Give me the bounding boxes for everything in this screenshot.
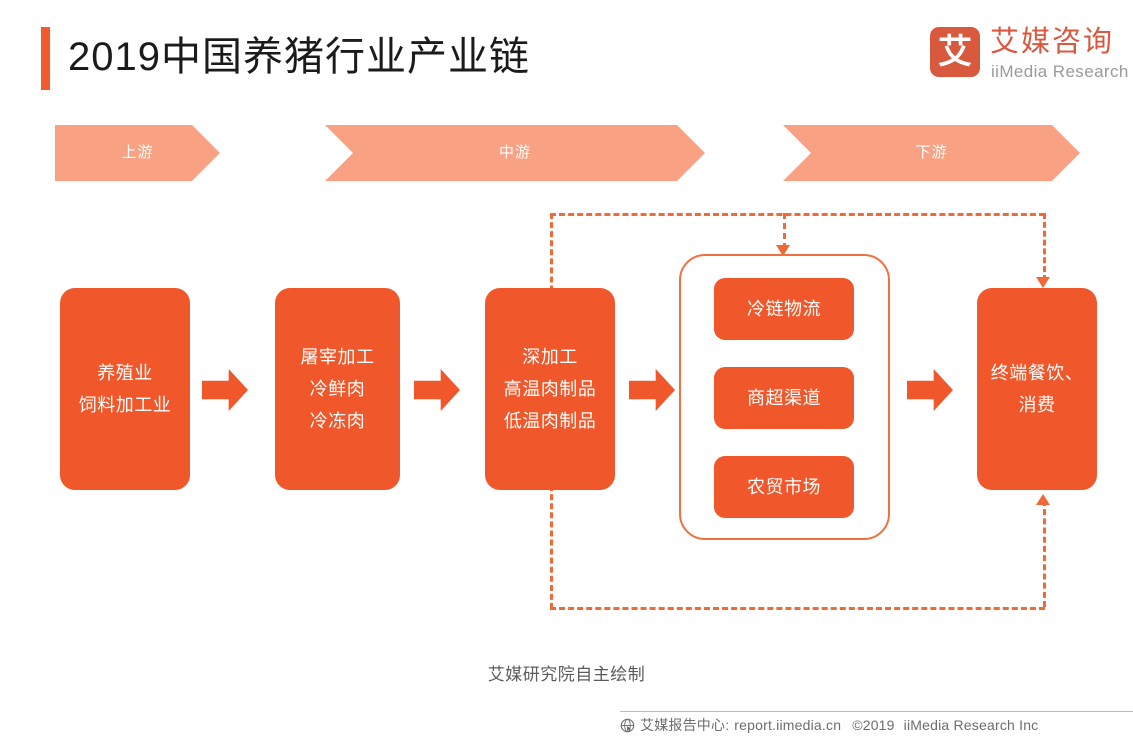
arrow-processing-to-channels-icon — [629, 369, 675, 411]
footer-bar: 艾媒报告中心: report.iimedia.cn ©2019 iiMedia … — [620, 713, 1133, 737]
globe-icon — [620, 718, 635, 732]
channel-group-container: 冷链物流 商超渠道 农贸市场 — [679, 254, 890, 540]
flow-box-terminal-line-2: 消费 — [1018, 395, 1056, 415]
flow-box-deep-processing[interactable]: 深加工 高温肉制品 低温肉制品 — [485, 288, 615, 490]
source-note: 艾媒研究院自主绘制 — [487, 665, 646, 684]
arrow-channels-to-terminal-icon — [907, 369, 953, 411]
footer-copyright: ©2019 — [852, 717, 895, 733]
page-title: 2019中国养猪行业产业链 — [68, 35, 530, 79]
flow-box-processing-line-1: 深加工 — [522, 347, 578, 367]
flow-box-slaughter-line-3: 冷冻肉 — [309, 411, 366, 431]
footer-report-center-label: 艾媒报告中心: — [640, 717, 730, 733]
channel-item-cold-chain[interactable]: 冷链物流 — [714, 278, 854, 340]
logo-name-cn: 艾媒咨询 — [990, 26, 1115, 58]
stage-chevron-midstream: 中游 — [325, 125, 705, 181]
flow-box-processing-line-3: 低温肉制品 — [503, 411, 597, 431]
feedback-arrow-terminal-top-icon — [1036, 277, 1050, 288]
arrow-farming-to-slaughter-icon — [202, 369, 248, 411]
flow-box-slaughter-line-1: 屠宰加工 — [300, 347, 375, 367]
logo-name-en: iiMedia Research — [991, 62, 1129, 81]
channel-item-supermarket[interactable]: 商超渠道 — [714, 367, 854, 429]
flow-box-slaughter[interactable]: 屠宰加工 冷鲜肉 冷冻肉 — [275, 288, 400, 490]
arrow-slaughter-to-processing-icon — [414, 369, 460, 411]
flow-box-slaughter-line-2: 冷鲜肉 — [309, 379, 366, 399]
flow-box-farming-line-1: 养殖业 — [97, 363, 153, 383]
stage-chevron-upstream: 上游 — [55, 125, 220, 181]
channel-item-wet-market[interactable]: 农贸市场 — [714, 456, 854, 518]
feedback-arrow-channels-icon — [776, 245, 790, 256]
footer-company: iiMedia Research Inc — [903, 717, 1039, 733]
feedback-branch-to-terminal-top — [1043, 213, 1046, 281]
flow-box-processing-line-2: 高温肉制品 — [503, 379, 597, 399]
brand-logo: 艾 艾媒咨询 iiMedia Research — [930, 25, 1128, 87]
feedback-path-bottom — [550, 607, 1045, 610]
footer-divider — [620, 711, 1133, 712]
flow-box-terminal[interactable]: 终端餐饮、 消费 — [977, 288, 1097, 490]
feedback-branch-to-channels — [783, 213, 786, 249]
feedback-branch-terminal-bottom — [1043, 500, 1046, 607]
page-header: 2019中国养猪行业产业链 艾 艾媒咨询 iiMedia Research — [0, 0, 1133, 110]
logo-mark-icon: 艾 — [930, 27, 980, 77]
feedback-arrow-terminal-bottom-icon — [1036, 494, 1050, 505]
footer-url[interactable]: report.iimedia.cn — [734, 717, 842, 733]
stage-chevron-downstream: 下游 — [783, 125, 1080, 181]
title-accent-bar — [41, 27, 50, 90]
flow-box-farming-line-2: 饲料加工业 — [78, 395, 172, 415]
feedback-path-top — [550, 213, 1045, 216]
flow-box-farming[interactable]: 养殖业 饲料加工业 — [60, 288, 190, 490]
flow-box-terminal-line-1: 终端餐饮、 — [990, 363, 1084, 383]
